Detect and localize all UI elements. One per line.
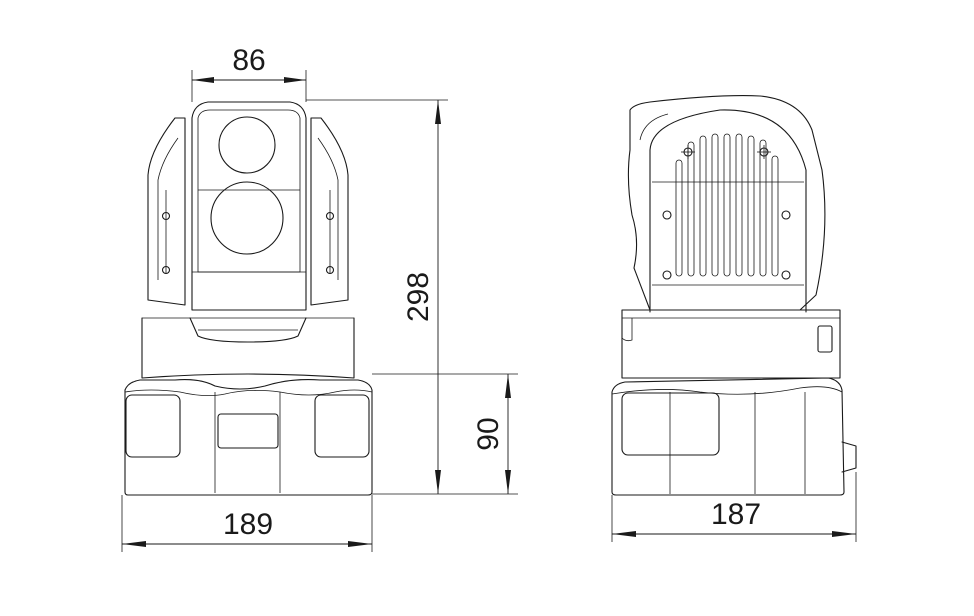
dim-189: 189 [121,495,373,552]
dim-187-label: 187 [711,498,761,531]
front-right-window [314,394,370,458]
front-base [124,379,373,496]
front-left-window [125,394,181,458]
side-head [627,95,826,313]
side-connector-port [817,325,833,353]
front-lower-lens [210,181,284,255]
dim-298: 298 [306,99,448,495]
front-left-screw [161,211,171,221]
front-yoke [147,117,349,306]
dim-90-label: 90 [472,417,505,450]
dim-86-label: 86 [232,44,265,77]
dim-298-label: 298 [402,272,435,322]
front-upper-lens [218,116,276,174]
front-camera-head [191,101,307,311]
dim-189-label: 189 [223,508,273,541]
front-neck [141,317,355,379]
side-collar [621,309,841,379]
front-view: 86 298 90 189 [121,44,518,552]
side-base [611,377,857,496]
side-view: 187 [611,95,857,542]
dim-187: 187 [611,472,857,542]
dim-86: 86 [191,44,307,102]
side-window [621,392,720,456]
side-screws [662,145,791,280]
dim-90: 90 [372,373,518,495]
side-cooling-fins [675,133,779,277]
front-center-window [217,413,279,449]
front-right-screw [325,211,335,221]
